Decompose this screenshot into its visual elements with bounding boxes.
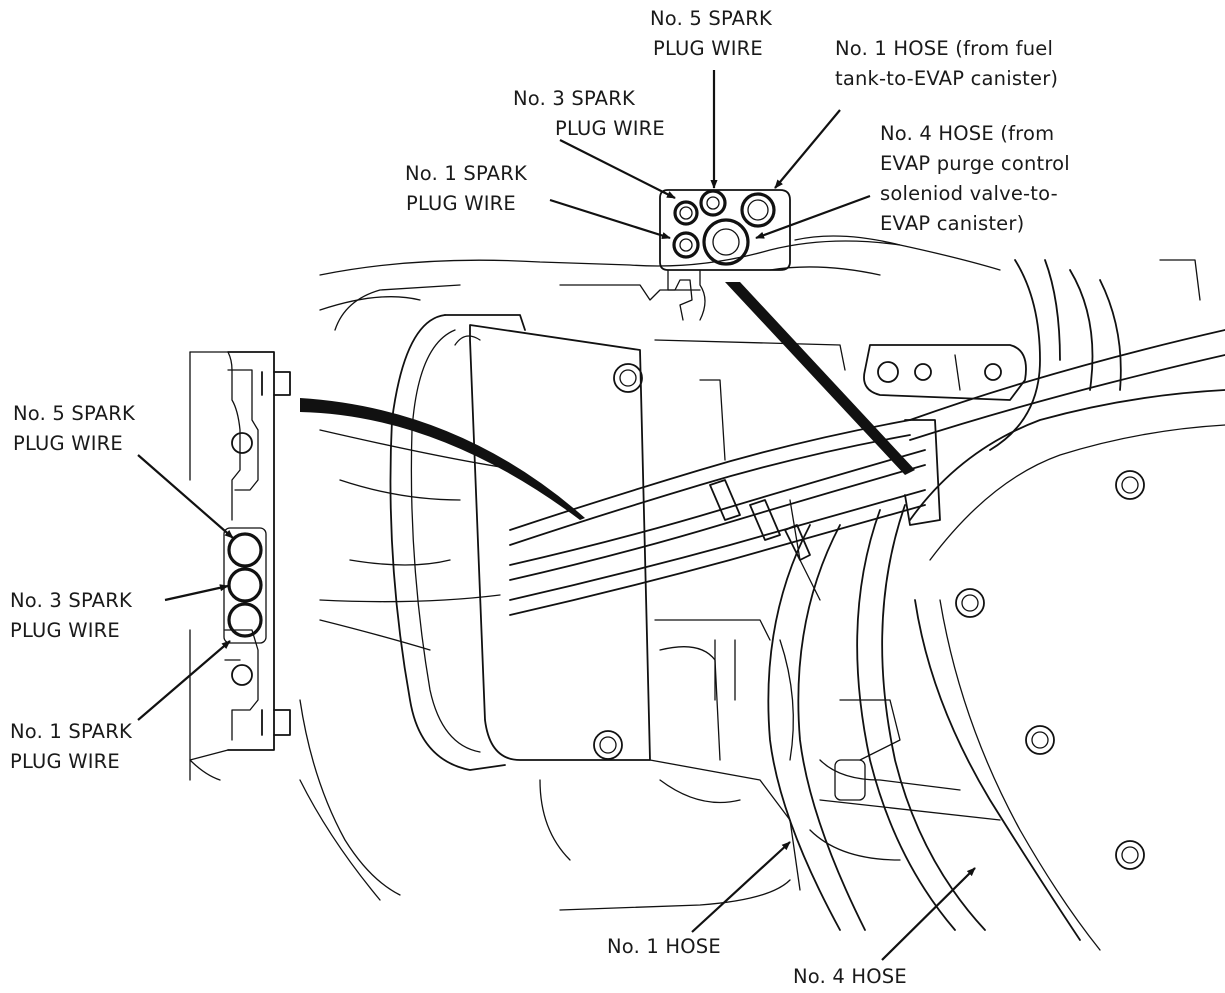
label-left-no5-spark-plug-wire-line2: PLUG WIRE [13,432,123,455]
label-left-no1-spark-plug-wire: No. 1 SPARK [10,720,133,743]
arrow-hose1 [774,109,841,189]
label-left-no3-spark-plug-wire-line2: PLUG WIRE [10,619,120,642]
callout-labels: No. 5 SPARK PLUG WIRE No. 3 SPARK PLUG W… [10,7,1070,988]
label-hose4-description-line2: EVAP purge control [880,152,1070,175]
label-left-no1-spark-plug-wire-line2: PLUG WIRE [10,750,120,773]
label-left-no5-spark-plug-wire: No. 5 SPARK [13,402,136,425]
label-bottom-no4-hose: No. 4 HOSE [793,965,907,988]
arrow-bottom-hose1 [691,841,791,933]
label-hose4-description-line4: EVAP canister) [880,212,1024,235]
label-top-no5-spark-plug-wire: No. 5 SPARK [650,7,773,30]
label-top-no3-spark-plug-wire-line2: PLUG WIRE [555,117,665,140]
label-left-no3-spark-plug-wire: No. 3 SPARK [10,589,133,612]
label-hose1-description: No. 1 HOSE (from fuel [835,37,1053,60]
label-bottom-no1-hose: No. 1 HOSE [607,935,721,958]
arrow-hose4 [755,194,871,240]
leader-arrows [137,70,976,961]
label-top-no3-spark-plug-wire: No. 3 SPARK [513,87,636,110]
arrow-bottom-hose4 [881,867,976,961]
arrow-left-no5 [137,454,234,539]
label-top-no5-spark-plug-wire-line2: PLUG WIRE [653,37,763,60]
engine-body [299,235,1225,951]
label-top-no1-spark-plug-wire: No. 1 SPARK [405,162,528,185]
arrow-top-no1 [549,198,671,240]
top-grommet-cross-section [659,189,915,475]
left-grommet-cross-section [189,351,585,781]
arrow-left-no1 [137,640,231,721]
label-hose1-description-line2: tank-to-EVAP canister) [835,67,1058,90]
arrow-left-no3 [164,584,229,602]
label-top-no1-spark-plug-wire-line2: PLUG WIRE [406,192,516,215]
arrow-top-no3 [559,139,676,199]
label-hose4-description-line3: soleniod valve-to- [880,182,1058,205]
label-hose4-description: No. 4 HOSE (from [880,122,1054,145]
